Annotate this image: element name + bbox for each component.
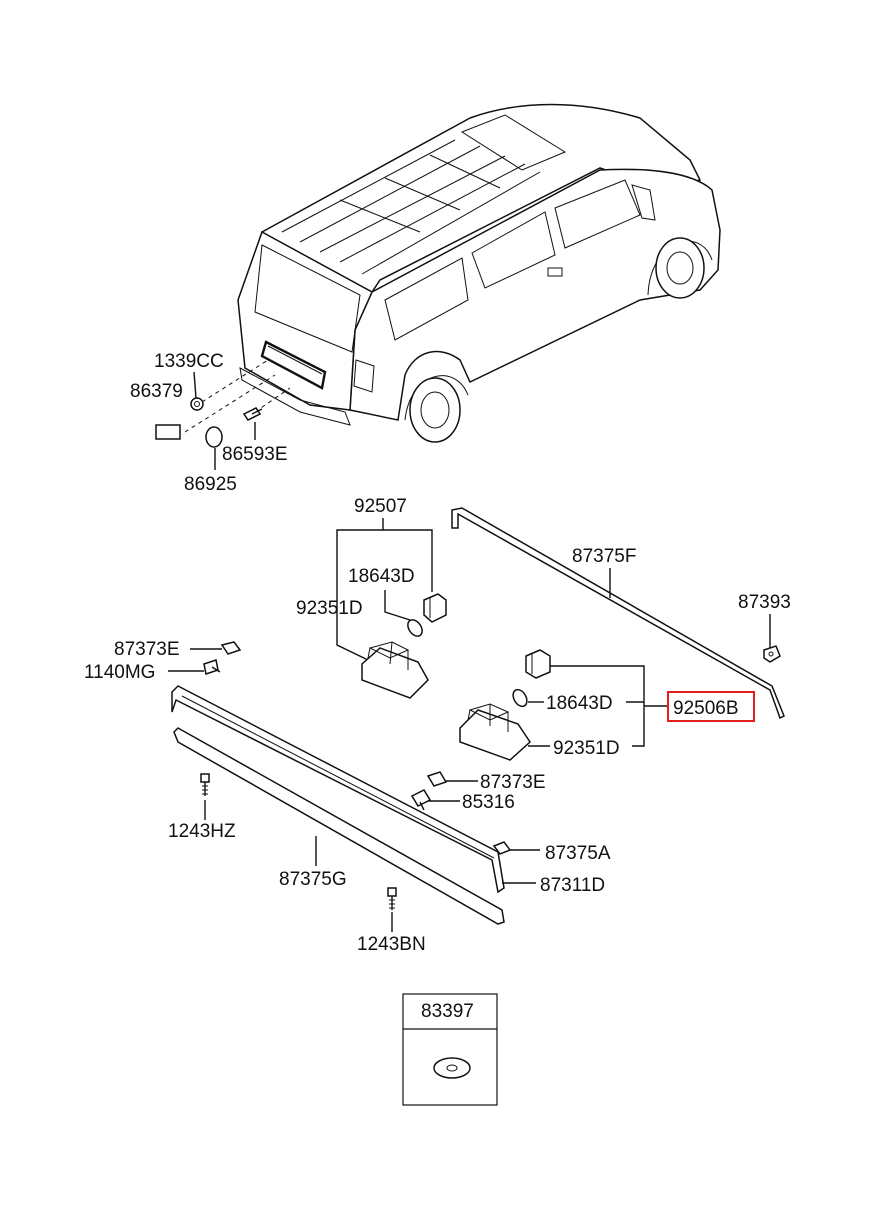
- emblem-86925: [205, 426, 223, 448]
- pad-86379: [155, 424, 181, 440]
- upper-left-group: 1339CC 86379 86593E 86925: [130, 351, 291, 495]
- label-83397: 83397: [421, 1001, 474, 1022]
- mid-right-group: 87373E 85316 87375A 87311D: [410, 771, 611, 896]
- lamp-housing-92351D-right: [459, 703, 531, 761]
- pad-87373E-top: [220, 641, 242, 655]
- lamp-assembly-92506B: 18643D 92351D 92506B: [459, 649, 755, 761]
- label-92507: 92507: [354, 496, 407, 517]
- inset-83397: 83397: [402, 993, 498, 1106]
- label-18643D-right: 18643D: [546, 693, 613, 714]
- lamp-housing-92351D-top: [361, 641, 429, 699]
- label-92351D-top: 92351D: [296, 598, 363, 619]
- label-1243HZ: 1243HZ: [168, 821, 236, 842]
- label-87311D: 87311D: [540, 875, 605, 896]
- label-1243BN: 1243BN: [357, 934, 426, 955]
- screw-1243BN: [387, 887, 397, 910]
- molding-87375G: [173, 727, 505, 925]
- lower-fasteners: 1243HZ 87375G 1243BN: [168, 773, 426, 955]
- lamp-assembly-92507: 92507 18643D 92351D: [296, 496, 447, 699]
- pad-87375A: [492, 841, 512, 855]
- vehicle-illustration: [237, 103, 721, 443]
- screw-1243HZ: [200, 773, 210, 796]
- label-87373E-mid: 87373E: [480, 772, 546, 793]
- clip-1339CC: [190, 397, 204, 411]
- label-18643D-top: 18643D: [348, 566, 415, 587]
- label-87375A: 87375A: [545, 843, 611, 864]
- socket-92506B: [525, 649, 551, 679]
- pad-87373E-mid: [426, 771, 448, 787]
- highlight-box: [667, 691, 755, 722]
- label-86379: 86379: [130, 381, 183, 402]
- socket-92507: [423, 593, 447, 623]
- nut-87393: [763, 645, 781, 663]
- clip-1140MG: [203, 659, 221, 675]
- label-86593E: 86593E: [222, 444, 288, 465]
- label-87393: 87393: [738, 592, 791, 613]
- label-87373E-top: 87373E: [114, 639, 180, 660]
- label-87375F: 87375F: [572, 546, 636, 567]
- grommet-83397: [433, 1057, 471, 1079]
- label-85316: 85316: [462, 792, 515, 813]
- molding-87311D: [171, 685, 505, 894]
- label-86925: 86925: [184, 474, 237, 495]
- bulb-18643D-right: [512, 688, 528, 708]
- molding-87375F: 87375F 87393: [451, 507, 791, 720]
- label-92351D-right: 92351D: [553, 738, 620, 759]
- label-87375G: 87375G: [279, 869, 347, 890]
- label-1140MG: 1140MG: [84, 662, 155, 683]
- lower-left-group: 87373E 1140MG: [84, 639, 242, 683]
- screw-86593E: [242, 407, 263, 421]
- clip-85316: [410, 789, 432, 811]
- label-92506B: 92506B: [673, 698, 739, 719]
- bulb-18643D-top: [407, 619, 423, 637]
- label-1339CC: 1339CC: [154, 351, 224, 372]
